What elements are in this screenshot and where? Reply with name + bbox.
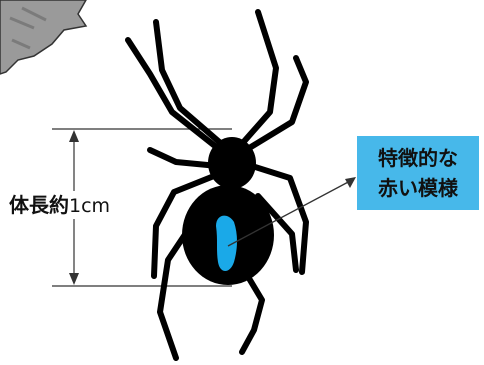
body-length-unit: cm — [81, 195, 111, 217]
body-length-number: 1 — [69, 195, 82, 217]
cephalothorax — [208, 137, 256, 189]
corner-gray-graphic — [0, 0, 88, 75]
abdomen-marking — [216, 215, 237, 271]
callout-line-2: 赤い模様 — [378, 176, 458, 200]
spider-body — [182, 137, 274, 285]
body-length-prefix: 体長約 — [9, 193, 69, 217]
callout-line-1: 特徴的な — [378, 146, 458, 170]
body-length-label: 体長約1cm — [7, 191, 113, 219]
callout-arrow — [227, 177, 356, 247]
spider-legs — [125, 9, 309, 361]
feature-callout: 特徴的な 赤い模様 — [357, 136, 479, 210]
